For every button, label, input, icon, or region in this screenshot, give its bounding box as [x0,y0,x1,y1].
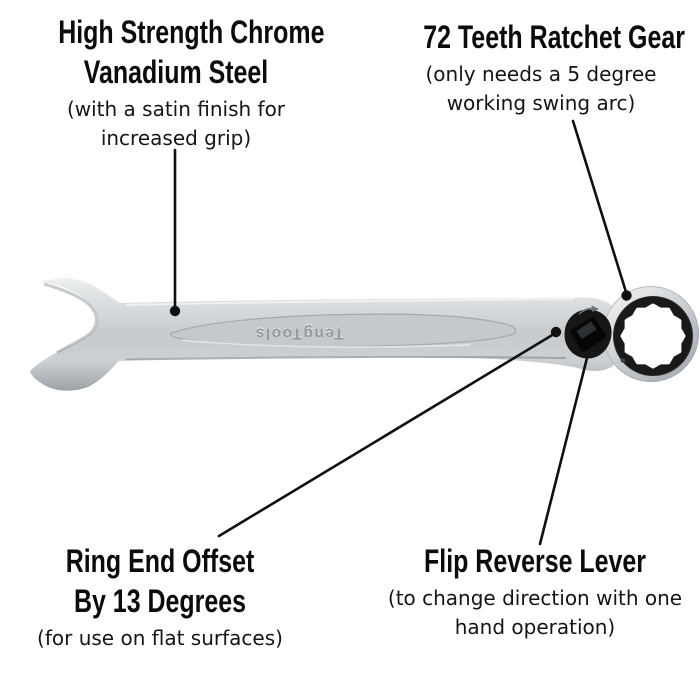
wrench: TengTools TengTools [30,276,699,391]
brand-stamp: TengTools [254,325,344,342]
open-end-jaw-shading [43,282,99,354]
annotation-title-line: Flip Reverse Lever [424,543,646,579]
callout-dot-ring-offset [550,326,562,338]
annotation-note-line: (for use on flat surfaces) [37,626,283,650]
annotation-note-line: (with a satin finish for [66,97,286,121]
annotation-title-line: By 13 Degrees [73,583,247,619]
shaft-bottom-shadow [125,356,567,361]
callout-dots [169,290,632,338]
annotation-title-line: High Strength Chrome [58,14,325,50]
open-end-top-highlight [41,276,89,284]
annotation-ring-offset: Ring End Offset By 13 Degrees (for use o… [10,541,310,653]
callout-line-flip-lever [538,356,589,546]
annotation-flip-lever: Flip Reverse Lever (to change direction … [384,541,686,642]
direction-arrow-head [591,305,599,312]
shaft-top-highlight [125,298,575,306]
annotation-note-line: increased grip) [100,126,252,150]
annotation-note-line: working swing arc) [446,91,636,115]
annotation-note-line: (to change direction with one [387,586,683,610]
annotation-title-line: 72 Teeth Ratchet Gear [423,19,685,55]
annotation-note-line: (only needs a 5 degree [425,62,657,86]
annotation-title-line: Ring End Offset [65,543,255,579]
annotation-title-line: Vanadium Steel [83,54,269,90]
callout-dot-material [169,305,181,317]
lever-facet-highlight [576,321,597,339]
annotation-note-line: hand operation) [454,615,616,639]
ring-end [564,286,699,382]
annotation-ratchet-gear: 72 Teeth Ratchet Gear (only needs a 5 de… [390,17,692,118]
callout-line-ring-offset [217,332,556,538]
ratchet-gear-opening [620,303,686,369]
spring-pin-dot [620,358,626,363]
recess-bottom-highlight [181,339,471,348]
callout-line-ratchet-gear [571,119,628,294]
callout-lines [173,119,628,546]
callout-dot-ratchet-gear [621,290,632,301]
annotation-material: High Strength Chrome Vanadium Steel (wit… [25,12,327,153]
brand-stamp-emboss: TengTools [254,324,344,341]
